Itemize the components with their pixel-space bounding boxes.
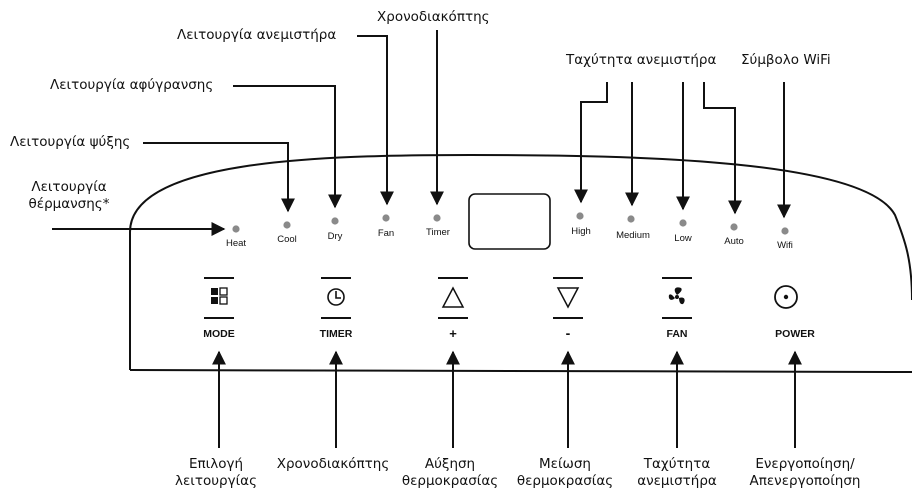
indicator-low-label: Low bbox=[674, 233, 692, 244]
indicator-dry-label: Dry bbox=[327, 231, 343, 242]
callout-dehumidify-mode: Λειτουργία αφύγρανσης bbox=[50, 77, 214, 93]
led-auto bbox=[730, 223, 738, 231]
callout-mode-select-line2: λειτουργίας bbox=[174, 473, 258, 489]
callout-fan-mode: Λειτουργία ανεμιστήρα bbox=[177, 27, 337, 43]
fan-icon bbox=[668, 287, 685, 305]
led-wifi bbox=[781, 227, 789, 235]
led-timer bbox=[433, 214, 441, 222]
mode-squares-icon bbox=[211, 287, 228, 305]
triangle-up-icon bbox=[441, 286, 465, 308]
led-fan bbox=[382, 214, 390, 222]
callout-bottom-fan-speed: Ταχύτητα ανεμιστήρα bbox=[637, 456, 717, 490]
callout-heating-line2: θέρμανσης* bbox=[28, 196, 110, 212]
callout-mode-select-line1: Επιλογή bbox=[188, 456, 244, 472]
callout-temp-down: Μείωση θερμοκρασίας bbox=[517, 456, 613, 490]
indicator-fan-label: Fan bbox=[377, 228, 395, 239]
indicator-timer-label: Timer bbox=[426, 227, 450, 238]
callout-bottom-timer-line1: Χρονοδιακόπτης bbox=[276, 456, 390, 472]
led-medium bbox=[627, 215, 635, 223]
mode-button[interactable]: MODE bbox=[203, 328, 235, 340]
led-heat bbox=[232, 225, 240, 233]
callout-temp-down-line1: Μείωση bbox=[539, 456, 591, 472]
callout-temp-up-line2: θερμοκρασίας bbox=[401, 473, 499, 489]
callout-heating-line1: Λειτουργία bbox=[31, 179, 107, 195]
triangle-down-icon bbox=[556, 287, 580, 309]
callout-timer: Χρονοδιακόπτης bbox=[377, 9, 490, 25]
clock-icon bbox=[327, 288, 345, 306]
indicator-high-label: High bbox=[571, 226, 591, 237]
plus-button[interactable]: + bbox=[449, 326, 457, 341]
panel-outline bbox=[129, 153, 912, 370]
callout-power-line2: Απενεργοποίηση bbox=[749, 473, 861, 489]
callout-power-line1: Ενεργοποίηση/ bbox=[755, 456, 855, 472]
indicator-cool-label: Cool bbox=[277, 234, 297, 245]
callout-bottom-fan-speed-line2: ανεμιστήρα bbox=[637, 473, 717, 489]
led-low bbox=[679, 219, 687, 227]
display-window bbox=[468, 193, 551, 250]
callout-fan-speed: Ταχύτητα ανεμιστήρα bbox=[566, 52, 717, 68]
indicator-leds bbox=[232, 212, 789, 235]
led-cool bbox=[283, 221, 291, 229]
indicator-auto-label: Auto bbox=[724, 236, 744, 247]
callout-temp-up-line1: Αύξηση bbox=[424, 456, 476, 472]
callout-temp-down-line2: θερμοκρασίας bbox=[516, 473, 614, 489]
fan-button[interactable]: FAN bbox=[666, 328, 688, 340]
callout-power: Ενεργοποίηση/ Απενεργοποίηση bbox=[750, 456, 861, 490]
power-button[interactable]: POWER bbox=[775, 328, 815, 340]
led-dry bbox=[331, 217, 339, 225]
callout-bottom-fan-speed-line1: Ταχύτητα bbox=[643, 456, 711, 472]
bottom-callout-lines bbox=[212, 350, 802, 448]
button-bars bbox=[204, 277, 692, 319]
timer-button[interactable]: TIMER bbox=[319, 328, 353, 340]
indicator-heat-label: Heat bbox=[225, 238, 247, 249]
power-icon bbox=[774, 285, 798, 309]
callout-temp-up: Αύξηση θερμοκρασίας bbox=[402, 456, 498, 490]
callout-wifi-symbol: Σύμβολο WiFi bbox=[741, 52, 831, 68]
panel-bottom-edge bbox=[129, 369, 912, 373]
callout-cooling-mode: Λειτουργία ψύξης bbox=[10, 134, 131, 150]
minus-button[interactable]: - bbox=[565, 325, 571, 341]
led-high bbox=[576, 212, 584, 220]
callout-heating-mode: Λειτουργία θέρμανσης* bbox=[29, 179, 110, 213]
callout-mode-select: Επιλογή λειτουργίας bbox=[175, 456, 257, 490]
callout-bottom-timer: Χρονοδιακόπτης bbox=[277, 456, 390, 473]
indicator-wifi-label: Wifi bbox=[777, 240, 793, 251]
top-callout-lines bbox=[52, 30, 791, 236]
indicator-medium-label: Medium bbox=[616, 230, 650, 241]
